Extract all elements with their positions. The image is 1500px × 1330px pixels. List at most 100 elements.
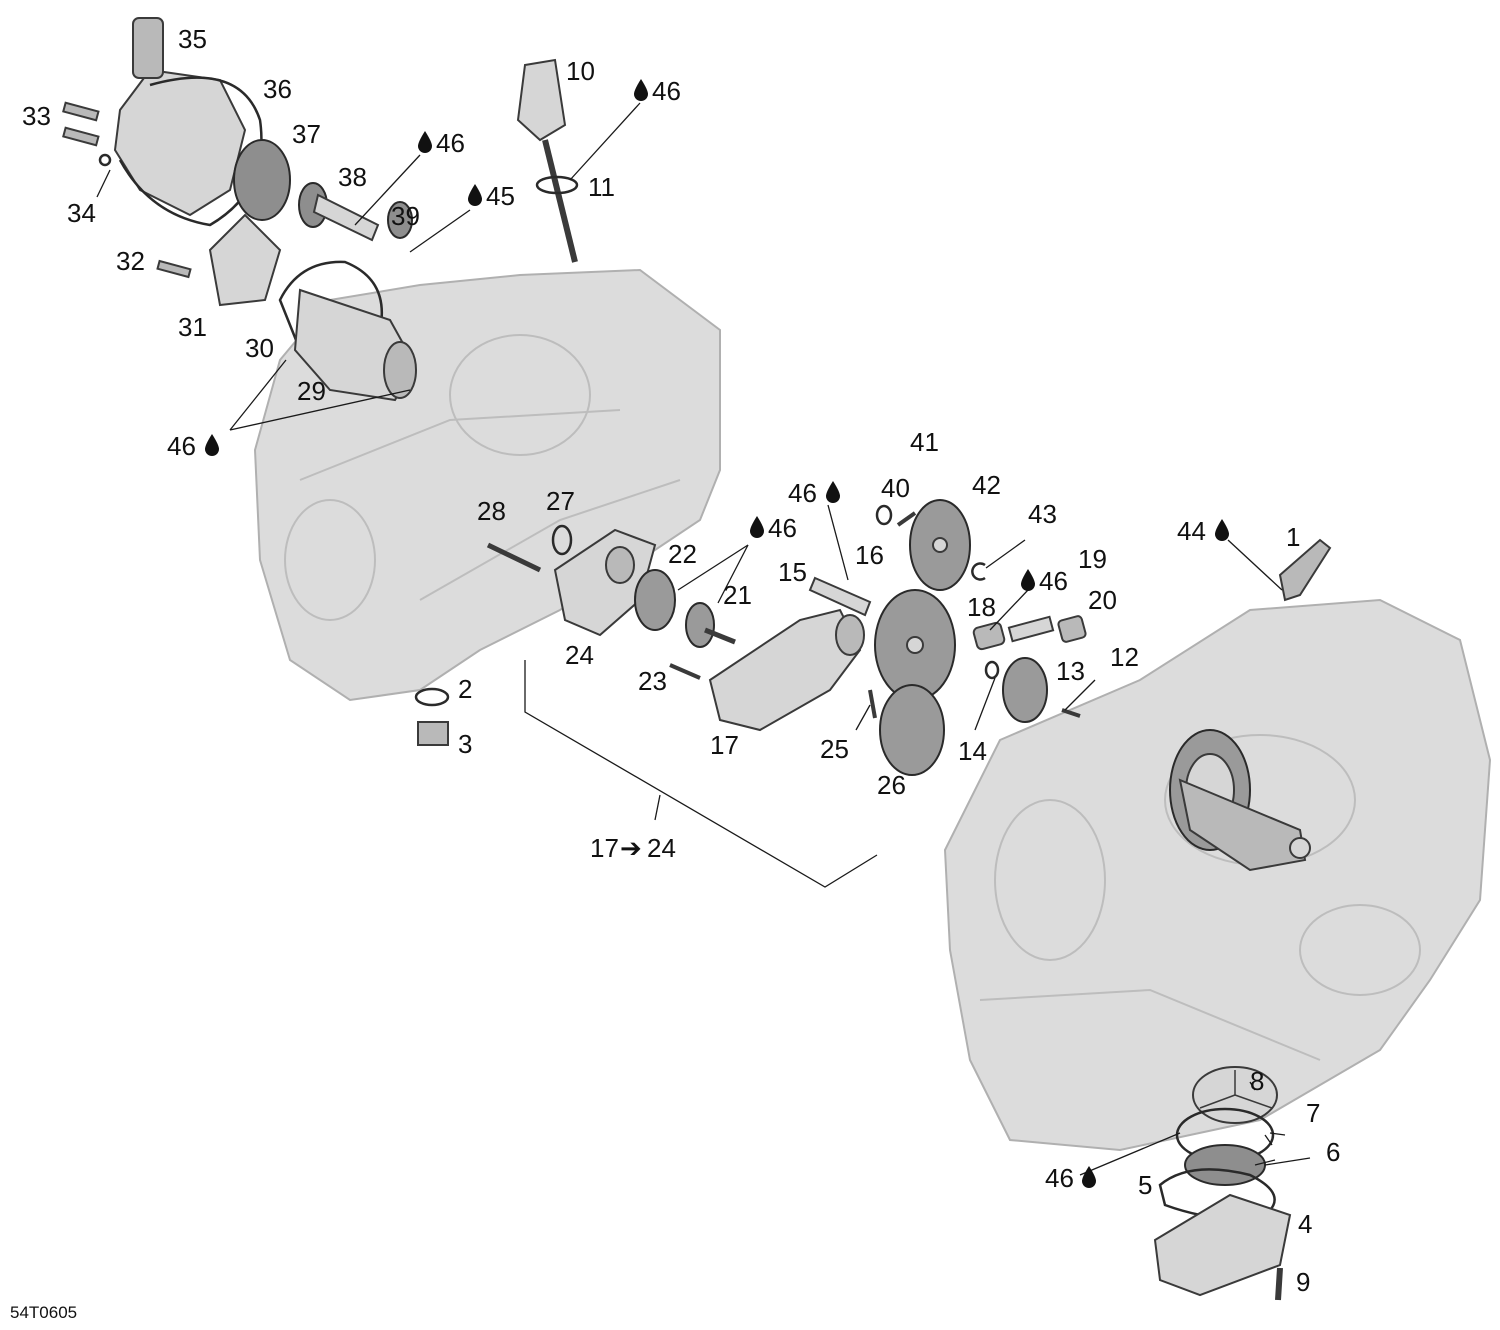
callout-10: 10: [566, 56, 595, 86]
oil-drop-icon: [1082, 1166, 1096, 1188]
sub-assembly-arrow: ➔: [620, 833, 642, 863]
callout-4: 4: [1298, 1209, 1312, 1239]
spacer-6: [1184, 1144, 1266, 1186]
oil-seal-39: [387, 201, 413, 239]
leader-lines: [96, 102, 1311, 1176]
gear-16: [874, 589, 956, 701]
pin-28: [486, 542, 542, 573]
callout-21: 21: [723, 580, 752, 610]
bolt-9: [1275, 1267, 1283, 1301]
pin-12: [1061, 708, 1081, 718]
oil-pump-cover-24: [553, 528, 657, 637]
callout-17: 17: [710, 730, 739, 760]
relief-valve-piston-18: [972, 621, 1006, 651]
callout-11: 11: [588, 172, 615, 202]
callout-39: 39: [391, 201, 420, 231]
circlip-14: [984, 660, 1000, 680]
oil-pump-body-17: [708, 608, 865, 732]
callout-2: 2: [458, 674, 472, 704]
callout-12: 12: [1110, 642, 1139, 672]
callout-6: 6: [1326, 1137, 1340, 1167]
callout-27: 27: [546, 486, 575, 516]
oil-drop-icon: [826, 481, 840, 503]
callout-30: 30: [245, 333, 274, 363]
callout-29: 29: [297, 376, 326, 406]
pin-25: [868, 689, 877, 719]
lubricant-44-sensor: 44: [1177, 516, 1206, 546]
drain-plug: [414, 687, 450, 746]
callout-38: 38: [338, 162, 367, 192]
callout-3: 3: [458, 729, 472, 759]
pump-shaft: [298, 182, 380, 242]
callout-23: 23: [638, 666, 667, 696]
lubricant-46-rotor: 46: [768, 513, 797, 543]
callout-19: 19: [1078, 544, 1107, 574]
callout-7: 7: [1306, 1098, 1320, 1128]
callout-1: 1: [1286, 522, 1300, 552]
oil-filter-cover: [156, 213, 282, 307]
o-ring-27: [551, 524, 573, 556]
callout-16: 16: [855, 540, 884, 570]
relief-spring-19: [1007, 615, 1055, 643]
gear-42: [909, 499, 971, 591]
relief-plug-20: [1057, 615, 1087, 643]
oil-drop-icon: [750, 516, 764, 538]
oil-drop-icon: [634, 79, 648, 101]
callout-36: 36: [263, 74, 292, 104]
lubricant-46-gear-shaft: 46: [788, 478, 817, 508]
washer-40: [875, 504, 893, 526]
callout-9: 9: [1296, 1267, 1310, 1297]
callout-34: 34: [67, 198, 96, 228]
circlip-43: [971, 562, 986, 581]
oil-filter: [278, 260, 417, 402]
oil-pressure-sensor: [1278, 538, 1332, 602]
callout-31: 31: [178, 312, 207, 342]
crankshaft-gear: [1169, 729, 1311, 872]
callout-37: 37: [292, 119, 321, 149]
callout-25: 25: [820, 734, 849, 764]
sub-assembly-from: 17: [590, 833, 619, 863]
callout-32: 32: [116, 246, 145, 276]
oil-drop-icon: [468, 184, 482, 206]
lubricant-46-filter: 46: [167, 431, 196, 461]
water-pump-impeller: [233, 139, 291, 221]
lubricant-46-shaft: 46: [436, 128, 465, 158]
lubricant-46-strainer: 46: [1045, 1163, 1074, 1193]
callout-5: 5: [1138, 1170, 1152, 1200]
water-pump-housing: [113, 17, 263, 227]
callout-14: 14: [958, 736, 987, 766]
callout-26: 26: [877, 770, 906, 800]
callout-20: 20: [1088, 585, 1117, 615]
right-crankcase: [943, 598, 1492, 1152]
callout-24: 24: [565, 640, 594, 670]
gear-13: [1002, 657, 1048, 723]
oil-drop-icon: [418, 131, 432, 153]
sub-assembly-to: 24: [647, 833, 676, 863]
strainer-cover-4: [1153, 1193, 1292, 1297]
lubricant-callouts: 46 46 45 46 46 46 46 44 46: [167, 76, 1229, 1193]
callout-labels: 1 2 3 4 5 6 7 8 9 10 11 12 13 14 15 16 1…: [22, 24, 1340, 1297]
gear-26: [879, 684, 945, 776]
callout-8: 8: [1250, 1066, 1264, 1096]
callout-42: 42: [972, 470, 1001, 500]
diagram-code: 54T0605: [10, 1303, 77, 1322]
bolts-33: [62, 101, 112, 167]
sub-assembly-label: 17 ➔ 24: [590, 833, 676, 863]
lubricant-46-dipstick: 46: [652, 76, 681, 106]
lubricant-46-relief-valve: 46: [1039, 566, 1068, 596]
oil-pump-rotor-22: [634, 569, 676, 631]
shaft-15: [808, 576, 872, 617]
pin-41: [896, 511, 917, 527]
callout-13: 13: [1056, 656, 1085, 686]
callout-22: 22: [668, 539, 697, 569]
callout-40: 40: [881, 473, 910, 503]
callout-15: 15: [778, 557, 807, 587]
lubricant-45-seal: 45: [486, 181, 515, 211]
callout-43: 43: [1028, 499, 1057, 529]
callout-28: 28: [477, 496, 506, 526]
callout-41: 41: [910, 427, 939, 457]
oil-drop-icon: [205, 434, 219, 456]
callout-35: 35: [178, 24, 207, 54]
oil-drop-icon: [1021, 569, 1035, 591]
